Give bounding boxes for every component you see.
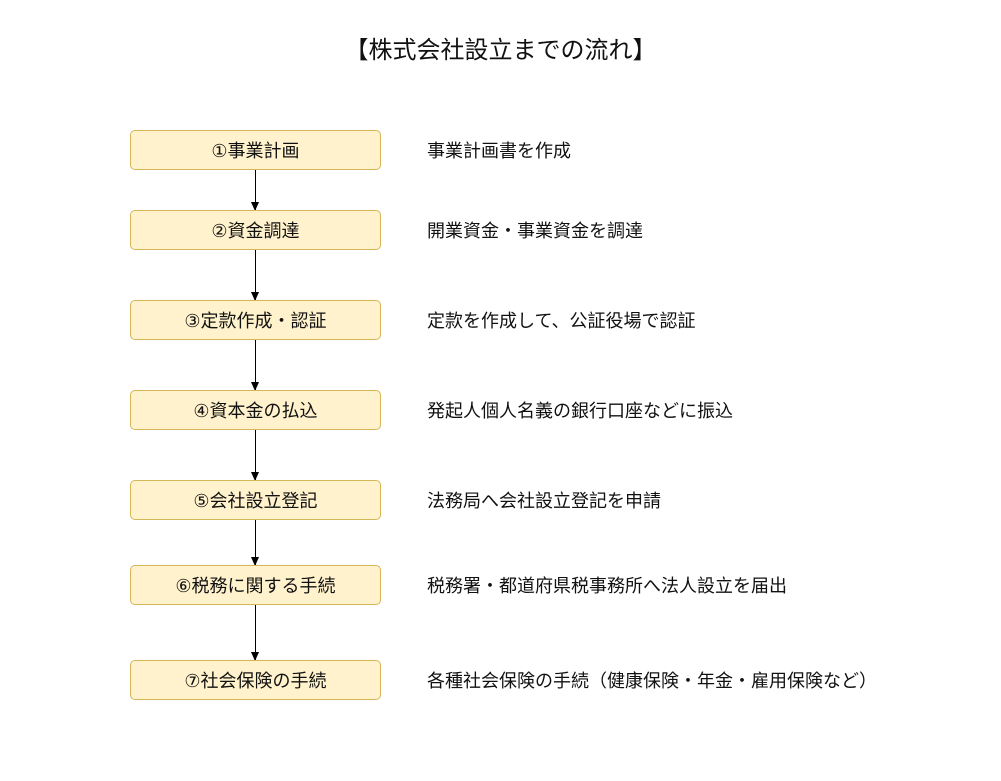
step-label: ②資金調達 (211, 221, 300, 242)
step-description-7: 各種社会保険の手続（健康保険・年金・雇用保険など） (427, 671, 877, 692)
step-box-7: ⑦社会保険の手続 (130, 660, 381, 700)
step-description-4: 発起人個人名義の銀行口座などに振込 (427, 401, 733, 422)
step-box-1: ①事業計画 (130, 130, 381, 170)
step-description-2: 開業資金・事業資金を調達 (427, 221, 643, 242)
step-label: ③定款作成・認証 (184, 311, 327, 332)
step-box-4: ④資本金の払込 (130, 390, 381, 430)
arrow-down-icon (251, 520, 259, 566)
step-label: ⑤会社設立登記 (193, 491, 318, 512)
step-label: ⑦社会保険の手続 (184, 671, 327, 692)
arrow-down-icon (251, 250, 259, 301)
step-label: ⑥税務に関する手続 (175, 576, 336, 597)
arrow-down-icon (251, 605, 259, 661)
diagram-title: 【株式会社設立までの流れ】 (344, 36, 657, 64)
step-description-3: 定款を作成して、公証役場で認証 (427, 311, 696, 332)
step-description-6: 税務署・都道府県税事務所へ法人設立を届出 (427, 576, 787, 597)
step-label: ④資本金の払込 (193, 401, 318, 422)
arrow-down-icon (251, 430, 259, 481)
step-box-6: ⑥税務に関する手続 (130, 565, 381, 605)
arrow-down-icon (251, 170, 259, 211)
step-box-5: ⑤会社設立登記 (130, 480, 381, 520)
arrow-down-icon (251, 340, 259, 391)
step-box-3: ③定款作成・認証 (130, 300, 381, 340)
step-description-1: 事業計画書を作成 (427, 141, 571, 162)
step-box-2: ②資金調達 (130, 210, 381, 250)
step-description-5: 法務局へ会社設立登記を申請 (427, 491, 661, 512)
step-label: ①事業計画 (211, 141, 300, 162)
